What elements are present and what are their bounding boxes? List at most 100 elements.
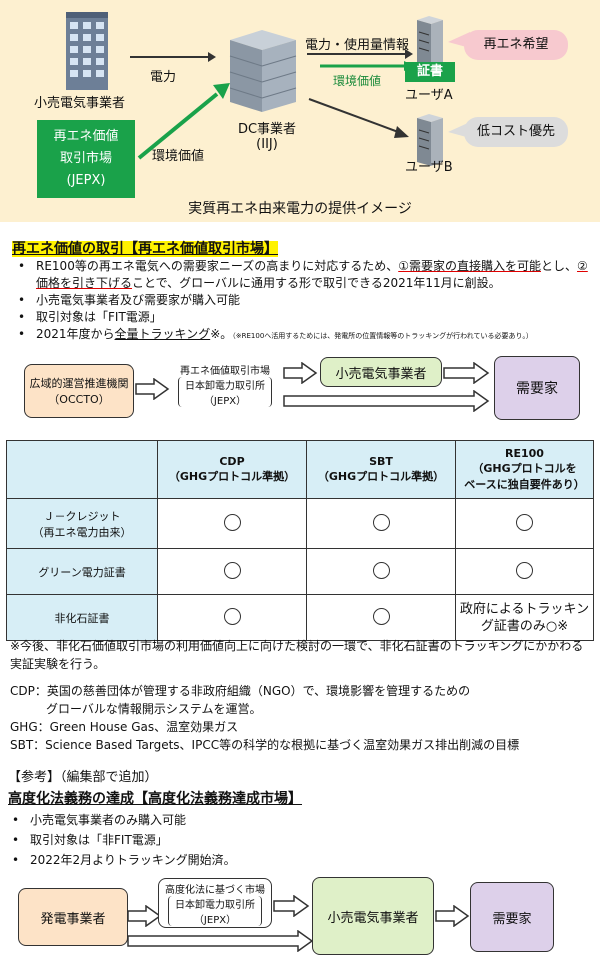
- note-cdp-b: グローバルな情報開示システムを運営。: [46, 702, 262, 716]
- power-label: 電力: [150, 70, 177, 85]
- bullet-4: 2021年度から全量トラッキング※。（※RE100へ活用するためには、発電所の位…: [18, 326, 596, 345]
- table-row: グリーン電力証書: [6, 548, 594, 595]
- circle-mark: [516, 513, 533, 531]
- generator-box: 発電事業者: [18, 888, 128, 946]
- flow2-arrow-1: [127, 905, 162, 927]
- dc-line-2: (IIJ): [256, 137, 278, 152]
- market-line-3: (JEPX): [66, 173, 106, 188]
- circle-mark: [372, 513, 390, 531]
- dc-line-1: DC事業者: [237, 122, 297, 137]
- market-flow-line-3: （JEPX）: [203, 395, 247, 407]
- market-flow-line-1: 再エネ価値取引市場: [180, 365, 270, 377]
- server-icon-user-b: [417, 114, 443, 166]
- table-corner: [6, 440, 158, 499]
- env-value-right-label: 環境価値: [333, 74, 382, 88]
- section2-heading: 高度化法義務の達成【高度化法義務達成市場】: [8, 788, 302, 808]
- table-row: 非化石証書 政府によるトラッキング証書のみ○※: [6, 594, 594, 641]
- office-building-icon: [66, 12, 108, 90]
- occto-box: 広域的運営推進機関 （OCCTO）: [24, 364, 134, 418]
- section1-heading-text: 再エネ価値の取引【再エネ価値取引市場】: [12, 241, 278, 257]
- bubble-b: 低コスト優先: [464, 117, 568, 147]
- flow1-arrow-3: [443, 362, 490, 384]
- bullet-1-d: ②: [577, 259, 588, 273]
- flow1-arrow-2: [283, 362, 318, 384]
- environment-value-arrow: [137, 83, 230, 160]
- market-line-2: 取引市場: [59, 151, 112, 166]
- dc-to-user-b-arrow: [308, 98, 409, 138]
- header-cdp: CDP （GHGプロトコル準拠）: [157, 440, 307, 499]
- user-b-label: ユーザB: [405, 160, 453, 175]
- s2-bullet-2: 取引対象は「非FIT電源」: [12, 832, 168, 849]
- header-re100: RE100 （GHGプロトコルを ベースに独自要件あり）: [455, 440, 594, 499]
- dc-label: DC事業者 (IIJ): [237, 118, 297, 152]
- flow1-arrow-1: [135, 378, 170, 400]
- bullet-1-c: とし、: [541, 259, 578, 273]
- table-cell: [306, 498, 456, 549]
- consumer-flow2-box: 需要家: [470, 882, 554, 952]
- note-cdp-a: CDP：英国の慈善団体が管理する非政府組織（NGO）で、環境影響を管理するための: [10, 684, 471, 698]
- s2-bullet-3: 2022年2月よりトラッキング開始済。: [12, 852, 236, 869]
- note-sbt: SBT：Science Based Targets、IPCC等の科学的な根拠に基…: [10, 738, 520, 752]
- certificate-table: CDP （GHGプロトコル準拠） SBT （GHGプロトコル準拠） RE100 …: [6, 440, 594, 641]
- table-cell: [306, 594, 456, 641]
- market-flow-line-2: 日本卸電力取引所: [185, 380, 265, 392]
- row-label-nonfossil: 非化石証書: [6, 594, 158, 641]
- header-sbt-1: SBT: [369, 455, 393, 468]
- adv-market-bracket: 日本卸電力取引所 （JEPX）: [168, 895, 262, 926]
- header-cdp-2: （GHGプロトコル準拠）: [168, 470, 296, 483]
- bullet-2: 小売電気事業者及び需要家が購入可能: [18, 292, 240, 309]
- reference-label: 【参考】（編集部で追加）: [8, 770, 158, 785]
- table-cell: [157, 594, 307, 641]
- server-icon-user-a: [417, 16, 443, 68]
- circle-mark: [372, 607, 390, 625]
- consumer-flow-box: 需要家: [494, 356, 580, 420]
- bullet-1-a: RE100等の再エネ電気への需要家ニーズの高まりに対応するため、: [36, 259, 399, 273]
- bubble-a: 再エネ希望: [464, 30, 568, 60]
- table-cell: [157, 548, 307, 595]
- flow2-arrow-3: [435, 905, 470, 927]
- section2-heading-text: 高度化法義務の達成【高度化法義務達成市場】: [8, 791, 302, 807]
- circle-mark: [223, 561, 241, 579]
- bullet-4-note: （※RE100へ活用するためには、発電所の位置情報等のトラッキングが行われている…: [232, 332, 533, 340]
- row-label-green: グリーン電力証書: [6, 548, 158, 595]
- table-header-row: CDP （GHGプロトコル準拠） SBT （GHGプロトコル準拠） RE100 …: [6, 440, 594, 499]
- bullet-3: 取引対象は「FIT電源」: [18, 309, 162, 326]
- row-label-jcredit: Ｊ－クレジット （再エネ電力由来）: [6, 498, 158, 549]
- env-value-right-arrow: [320, 61, 414, 71]
- circle-mark: [372, 561, 390, 579]
- power-usage-arrow: [307, 49, 413, 59]
- jepx-market-box: 再エネ価値 取引市場 (JEPX): [37, 120, 135, 198]
- table-cell: [306, 548, 456, 595]
- bullet-1-b: ①需要家の直接購入を可能: [398, 259, 541, 273]
- tracking-certificate-cell: 政府によるトラッキング証書のみ○※: [455, 594, 594, 641]
- header-re100-1: RE100: [505, 447, 544, 460]
- market-line-1: 再エネ価値: [53, 129, 119, 144]
- bullet-4-a: 2021年度から: [36, 327, 115, 341]
- header-sbt-2: （GHGプロトコル準拠）: [317, 470, 445, 483]
- table-cell: [455, 498, 594, 549]
- flow1-arrow-long: [283, 390, 490, 412]
- note-ghg: GHG：Green House Gas、温室効果ガス: [10, 720, 239, 734]
- adv-market-line-2: 日本卸電力取引所: [175, 899, 255, 911]
- note-1: ※今後、非化石価値取引市場の利用価値向上に向けた検討の一環で、非化石証書のトラッ…: [10, 639, 584, 671]
- header-sbt: SBT （GHGプロトコル準拠）: [306, 440, 456, 499]
- illustration-caption: 実質再エネ由来電力の提供イメージ: [188, 201, 412, 217]
- retailer-flow-box: 小売電気事業者: [320, 357, 442, 387]
- retailer-flow2-box: 小売電気事業者: [312, 877, 434, 955]
- env-value-left-label: 環境価値: [152, 149, 205, 164]
- power-arrow: [130, 52, 216, 62]
- occto-line-2: （OCCTO）: [48, 393, 110, 406]
- jepx-market-flow-box: 再エネ価値取引市場 日本卸電力取引所 （JEPX）: [170, 358, 280, 410]
- user-a-label: ユーザA: [405, 88, 453, 103]
- table-row: Ｊ－クレジット （再エネ電力由来）: [6, 498, 594, 549]
- s2-bullet-1: 小売電気事業者のみ購入可能: [12, 812, 186, 829]
- adv-market-line-1: 高度化法に基づく市場: [165, 884, 265, 896]
- bullet-4-b: 全量トラッキング: [114, 327, 211, 341]
- circle-mark: [223, 513, 241, 531]
- header-re100-3: ベースに独自要件あり）: [464, 478, 585, 491]
- market-flow-bracket: 日本卸電力取引所 （JEPX）: [178, 376, 272, 407]
- header-re100-2: （GHGプロトコルを: [472, 462, 577, 475]
- header-cdp-1: CDP: [219, 455, 245, 468]
- occto-line-1: 広域的運営推進機関: [29, 377, 129, 390]
- table-cell: [455, 548, 594, 595]
